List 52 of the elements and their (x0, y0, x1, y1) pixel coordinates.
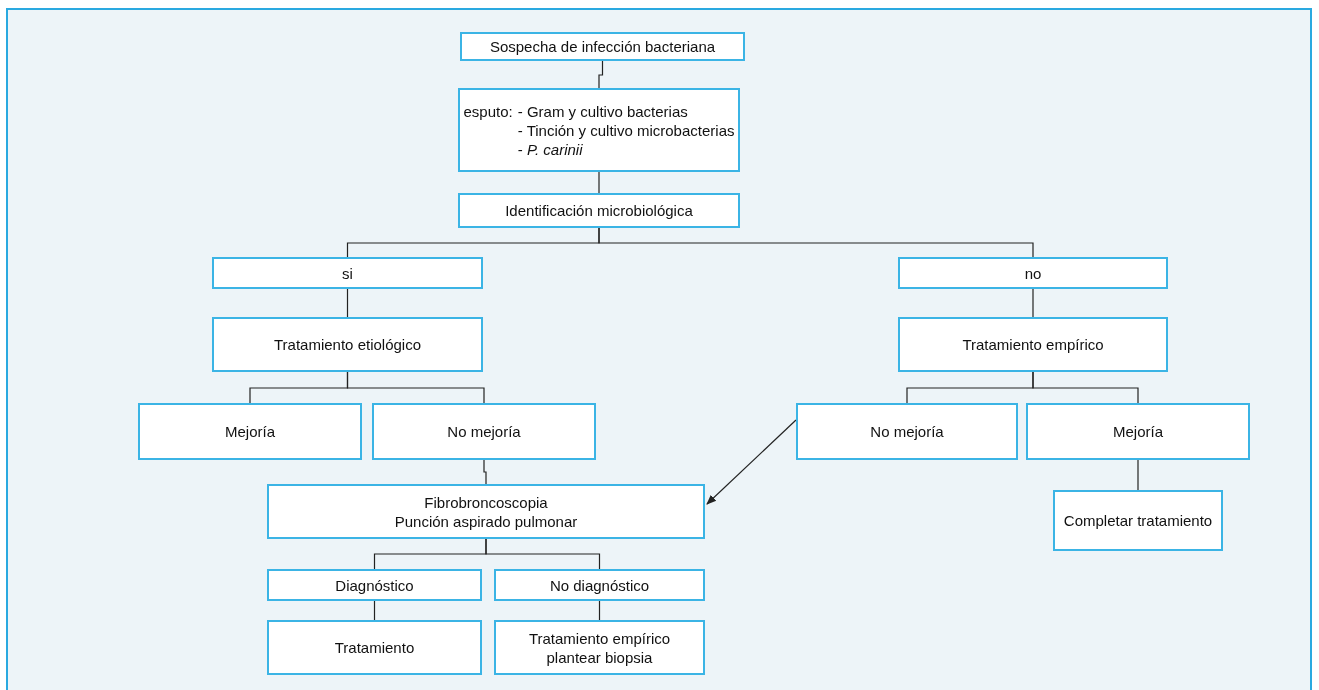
box-text: Tratamiento empírico (528, 628, 671, 648)
connector-line (598, 227, 1034, 258)
connector-line (1032, 371, 1139, 404)
process-box (267, 484, 705, 539)
box-text: Mejoría (225, 422, 275, 441)
process-box (267, 569, 482, 601)
box-text: No diagnóstico (549, 575, 650, 595)
arrow (706, 419, 797, 505)
connector-line (485, 538, 601, 570)
connector-line (483, 459, 487, 485)
process-box (212, 317, 483, 372)
process-box (898, 257, 1168, 289)
process-box (494, 620, 705, 675)
process-box (898, 317, 1168, 372)
list-item: - P. carinii (517, 139, 584, 159)
box-text: Mejoría (1113, 422, 1163, 441)
connector-line (346, 288, 349, 318)
box-text: no (1024, 263, 1042, 283)
box-text: Fibrobroncoscopia (424, 492, 548, 512)
connector-line (1032, 288, 1034, 318)
box-text: Diagnóstico (335, 575, 414, 595)
connector-line (598, 171, 600, 194)
connector-line (373, 600, 376, 621)
box-text: No mejoría (870, 422, 944, 441)
list-item: - Tinción y cultivo microbacterias (517, 120, 735, 140)
process-box (267, 620, 482, 675)
process-box (458, 193, 740, 228)
box-text: Sospecha de infección bacteriana (489, 37, 716, 56)
box-text: Tratamiento etiológico (274, 335, 421, 354)
process-box (460, 32, 745, 61)
box-text: plantear biopsia (546, 647, 653, 667)
box-text: si (342, 263, 353, 283)
box-text: No mejoría (447, 422, 521, 441)
process-box (1053, 490, 1223, 551)
connector-line (346, 371, 485, 404)
box-text: Tratamiento (334, 638, 415, 657)
process-box (494, 569, 705, 601)
box-text: Identificación microbiológica (505, 201, 693, 220)
connector-line (598, 600, 601, 621)
box-text: Completar tratamiento (1063, 511, 1213, 530)
process-box (458, 88, 740, 172)
box-heading: esputo: (463, 101, 513, 121)
list-item: - Gram y cultivo bacterias (517, 101, 689, 121)
box-text: Punción aspirado pulmonar (394, 511, 578, 531)
connector-line (1137, 459, 1139, 491)
process-box (138, 403, 362, 460)
process-box (212, 257, 483, 289)
box-text: Tratamiento empírico (962, 335, 1104, 354)
process-box (796, 403, 1018, 460)
process-box (372, 403, 596, 460)
connector-line (598, 60, 604, 89)
process-box (1026, 403, 1250, 460)
